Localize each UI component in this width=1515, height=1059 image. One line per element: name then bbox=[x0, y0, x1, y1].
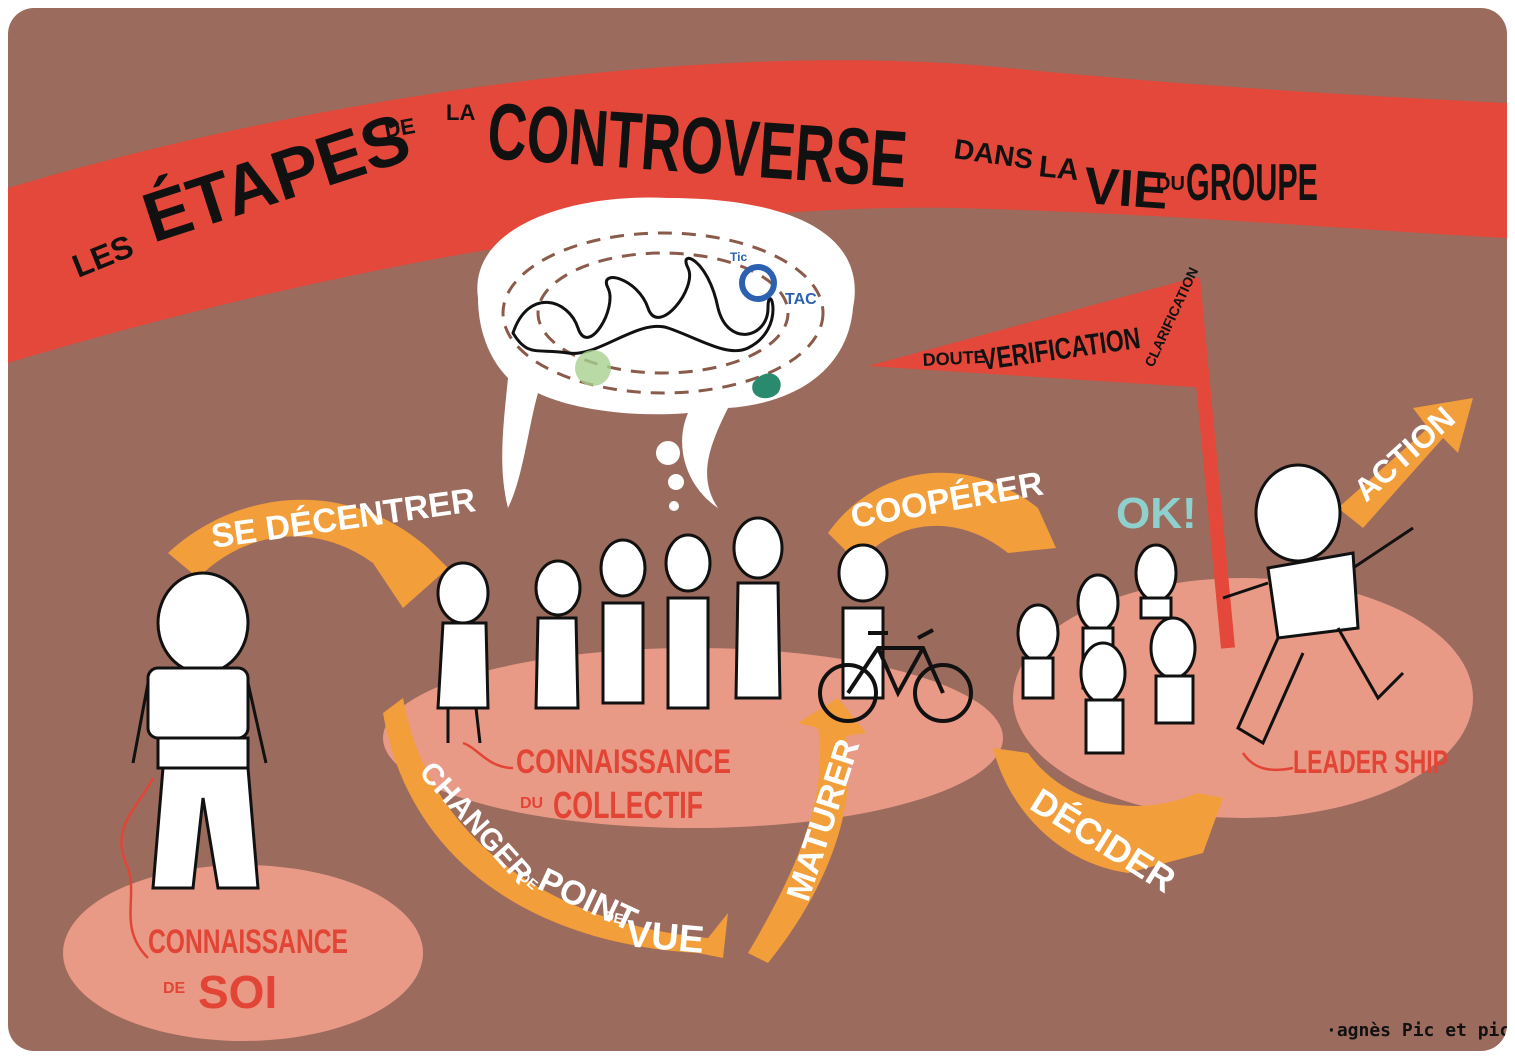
island-soi bbox=[63, 865, 423, 1041]
flag-doute: DOUTE bbox=[922, 347, 986, 370]
arrow-action bbox=[1338, 398, 1473, 528]
signature: ·agnès Pic et pic· bbox=[1326, 1020, 1507, 1041]
arrow-decider bbox=[993, 748, 1223, 873]
title-de: DE bbox=[383, 113, 417, 143]
arrow-maturer bbox=[748, 698, 866, 963]
label-soi-de: DE bbox=[163, 980, 186, 997]
island-labels: CONNAISSANCE DE SOI CONNAISSANCE DU COLL… bbox=[148, 743, 1448, 1018]
tangled-scribble bbox=[511, 257, 775, 355]
arrow-cooperer bbox=[828, 472, 1056, 563]
label-soi: SOI bbox=[198, 966, 277, 1018]
figure-self bbox=[131, 571, 268, 890]
label-collectif: COLLECTIF bbox=[553, 785, 703, 827]
title-la2: LA bbox=[1037, 150, 1080, 187]
label-leadership: LEADER SHIP bbox=[1293, 744, 1448, 780]
label-de2: DE bbox=[602, 907, 624, 927]
arrow-se-decentrer bbox=[168, 499, 448, 608]
label-collectif-du: DU bbox=[520, 795, 543, 812]
crowd-heads bbox=[1016, 543, 1197, 755]
title-groupe: GROUPE bbox=[1186, 154, 1318, 212]
label-connaissance-soi: CONNAISSANCE bbox=[148, 923, 348, 961]
label-vue: VUE bbox=[624, 913, 706, 962]
tac-label: TAC bbox=[785, 291, 817, 308]
figure-leader bbox=[1222, 463, 1414, 746]
ok-label: OK! bbox=[1116, 489, 1197, 538]
island-leadership bbox=[1013, 578, 1473, 818]
flag: DOUTE VERIFICATION CLARIFICATION bbox=[868, 265, 1235, 649]
curly-connectors bbox=[120, 741, 1294, 959]
thought-bubble: Tic TAC bbox=[477, 197, 855, 511]
tic-label: Tic bbox=[730, 250, 747, 264]
label-connaissance-collectif: CONNAISSANCE bbox=[516, 743, 731, 781]
infographic: LES ÉTAPES DE LA CONTROVERSE DANS LA VIE… bbox=[8, 8, 1507, 1051]
group-figures bbox=[436, 516, 889, 744]
title-vie: VIE bbox=[1082, 157, 1170, 221]
dashed-ripples bbox=[501, 231, 825, 395]
title-la: LA bbox=[446, 100, 475, 125]
arrow-changer-point-de-vue bbox=[383, 698, 728, 958]
title-du: DU bbox=[1156, 173, 1185, 195]
bicycle-icon bbox=[818, 628, 973, 723]
